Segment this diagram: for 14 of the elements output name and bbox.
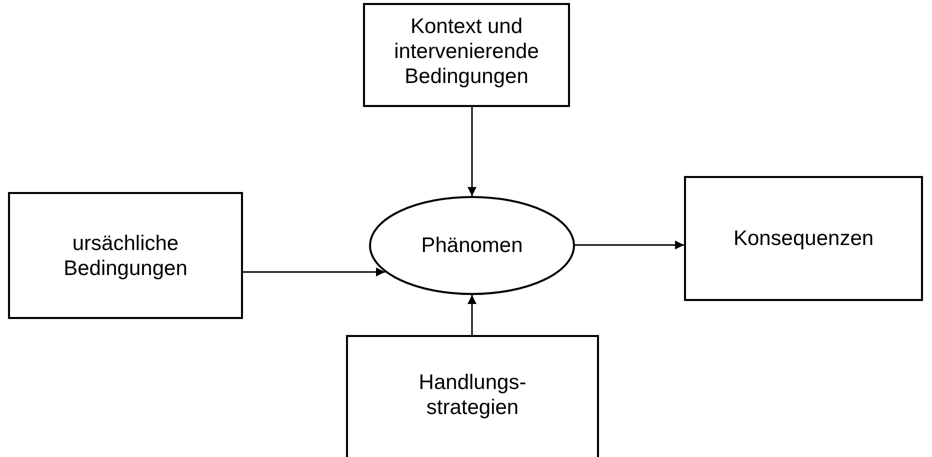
arrow — [243, 268, 385, 276]
node-label: Phänomen — [421, 233, 523, 258]
process-box — [8, 192, 243, 319]
ellipse-node — [369, 196, 575, 295]
arrow — [468, 107, 476, 196]
node-label: Kontext und intervenierende Bedingungen — [393, 14, 540, 88]
node-label: Handlungs- strategien — [418, 370, 527, 420]
process-box — [346, 335, 599, 457]
arrow — [575, 240, 684, 250]
process-box — [684, 176, 923, 301]
process-box — [363, 3, 570, 107]
node-label: Konsequenzen — [733, 226, 874, 251]
node-label: ursächliche Bedingungen — [62, 230, 188, 280]
arrow — [468, 295, 476, 335]
